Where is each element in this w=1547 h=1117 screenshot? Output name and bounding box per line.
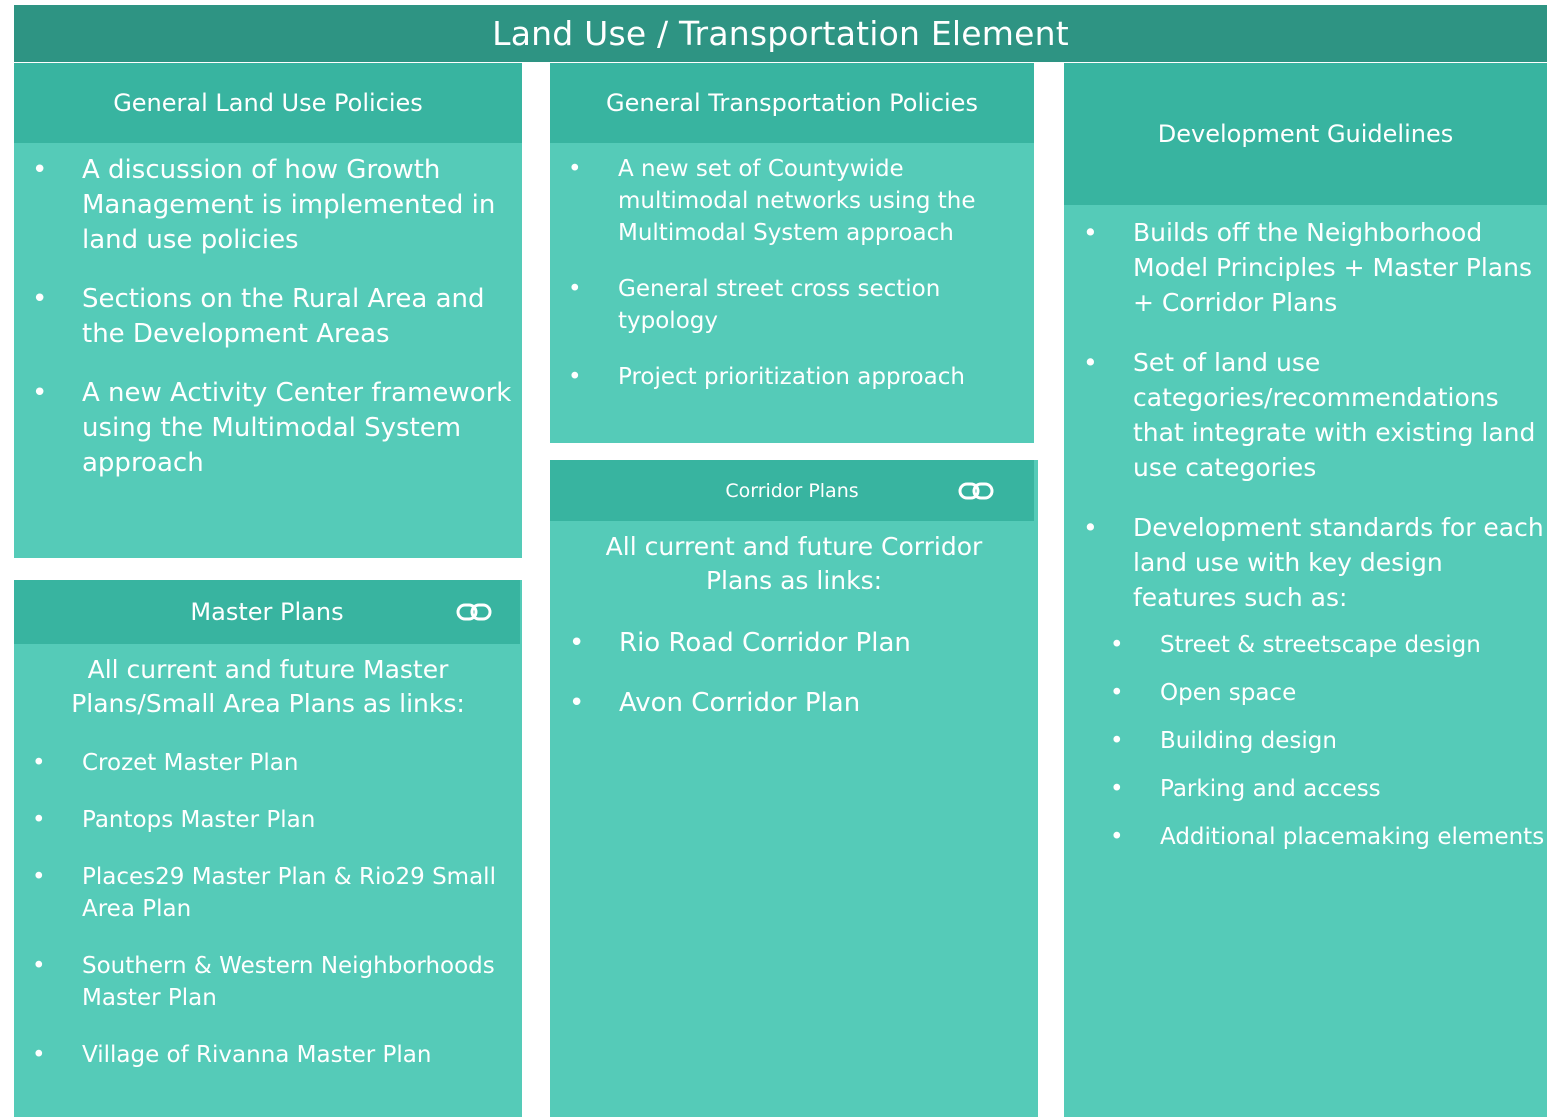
link-icon[interactable] bbox=[958, 481, 994, 501]
corridor-plans-header: Corridor Plans bbox=[550, 460, 1034, 521]
design-features-list: Street & streetscape design Open space B… bbox=[1110, 629, 1547, 869]
list-item: Set of land use categories/recommendatio… bbox=[1083, 345, 1547, 485]
list-item: A new Activity Center framework using th… bbox=[32, 376, 512, 481]
corridor-plans-title: Corridor Plans bbox=[725, 479, 859, 502]
list-item: Street & streetscape design bbox=[1110, 629, 1547, 661]
link-icon[interactable] bbox=[456, 602, 492, 622]
master-plans-title: Master Plans bbox=[190, 598, 344, 626]
master-plan-link[interactable]: Pantops Master Plan bbox=[32, 804, 512, 836]
general-land-use-box: General Land Use Policies A discussion o… bbox=[14, 63, 522, 558]
master-plan-link[interactable]: Crozet Master Plan bbox=[32, 747, 512, 779]
corridor-plan-link[interactable]: Avon Corridor Plan bbox=[569, 685, 1019, 721]
list-item: Open space bbox=[1110, 677, 1547, 709]
general-transportation-box: General Transportation Policies A new se… bbox=[550, 63, 1034, 443]
list-item: Development standards for each land use … bbox=[1083, 510, 1547, 615]
general-land-use-list: A discussion of how Growth Management is… bbox=[32, 153, 512, 505]
development-guidelines-list: Builds off the Neighborhood Model Princi… bbox=[1083, 215, 1547, 640]
list-item: Project prioritization approach bbox=[568, 361, 1018, 393]
list-item: General street cross section typology bbox=[568, 273, 1018, 337]
development-guidelines-box: Development Guidelines Builds off the Ne… bbox=[1064, 63, 1547, 1117]
list-item: Additional placemaking elements bbox=[1110, 821, 1547, 853]
development-guidelines-header: Development Guidelines bbox=[1064, 63, 1547, 205]
general-transportation-header: General Transportation Policies bbox=[550, 63, 1034, 143]
list-item: Builds off the Neighborhood Model Princi… bbox=[1083, 215, 1547, 320]
master-plans-header: Master Plans bbox=[14, 580, 520, 644]
general-land-use-header: General Land Use Policies bbox=[14, 63, 522, 143]
master-plans-list: Crozet Master Plan Pantops Master Plan P… bbox=[32, 747, 512, 1096]
master-plans-box: Master Plans All current and future Mast… bbox=[14, 580, 522, 1117]
master-plan-link[interactable]: Southern & Western Neighborhoods Master … bbox=[32, 950, 512, 1014]
list-item: A discussion of how Growth Management is… bbox=[32, 153, 512, 258]
list-item: Building design bbox=[1110, 725, 1547, 757]
corridor-plans-intro: All current and future Corridor Plans as… bbox=[605, 532, 983, 595]
list-item: Parking and access bbox=[1110, 773, 1547, 805]
list-item: Sections on the Rural Area and the Devel… bbox=[32, 282, 512, 352]
master-plans-intro: All current and future Master Plans/Smal… bbox=[71, 655, 465, 718]
page-title: Land Use / Transportation Element bbox=[14, 5, 1547, 62]
list-item: A new set of Countywide multimodal netwo… bbox=[568, 153, 1018, 249]
master-plan-link[interactable]: Places29 Master Plan & Rio29 Small Area … bbox=[32, 861, 512, 925]
corridor-plans-list: Rio Road Corridor Plan Avon Corridor Pla… bbox=[569, 625, 1019, 745]
master-plan-link[interactable]: Village of Rivanna Master Plan bbox=[32, 1039, 512, 1071]
corridor-plans-box: Corridor Plans All current and future Co… bbox=[550, 460, 1038, 1117]
general-transportation-list: A new set of Countywide multimodal netwo… bbox=[568, 153, 1018, 417]
corridor-plan-link[interactable]: Rio Road Corridor Plan bbox=[569, 625, 1019, 661]
